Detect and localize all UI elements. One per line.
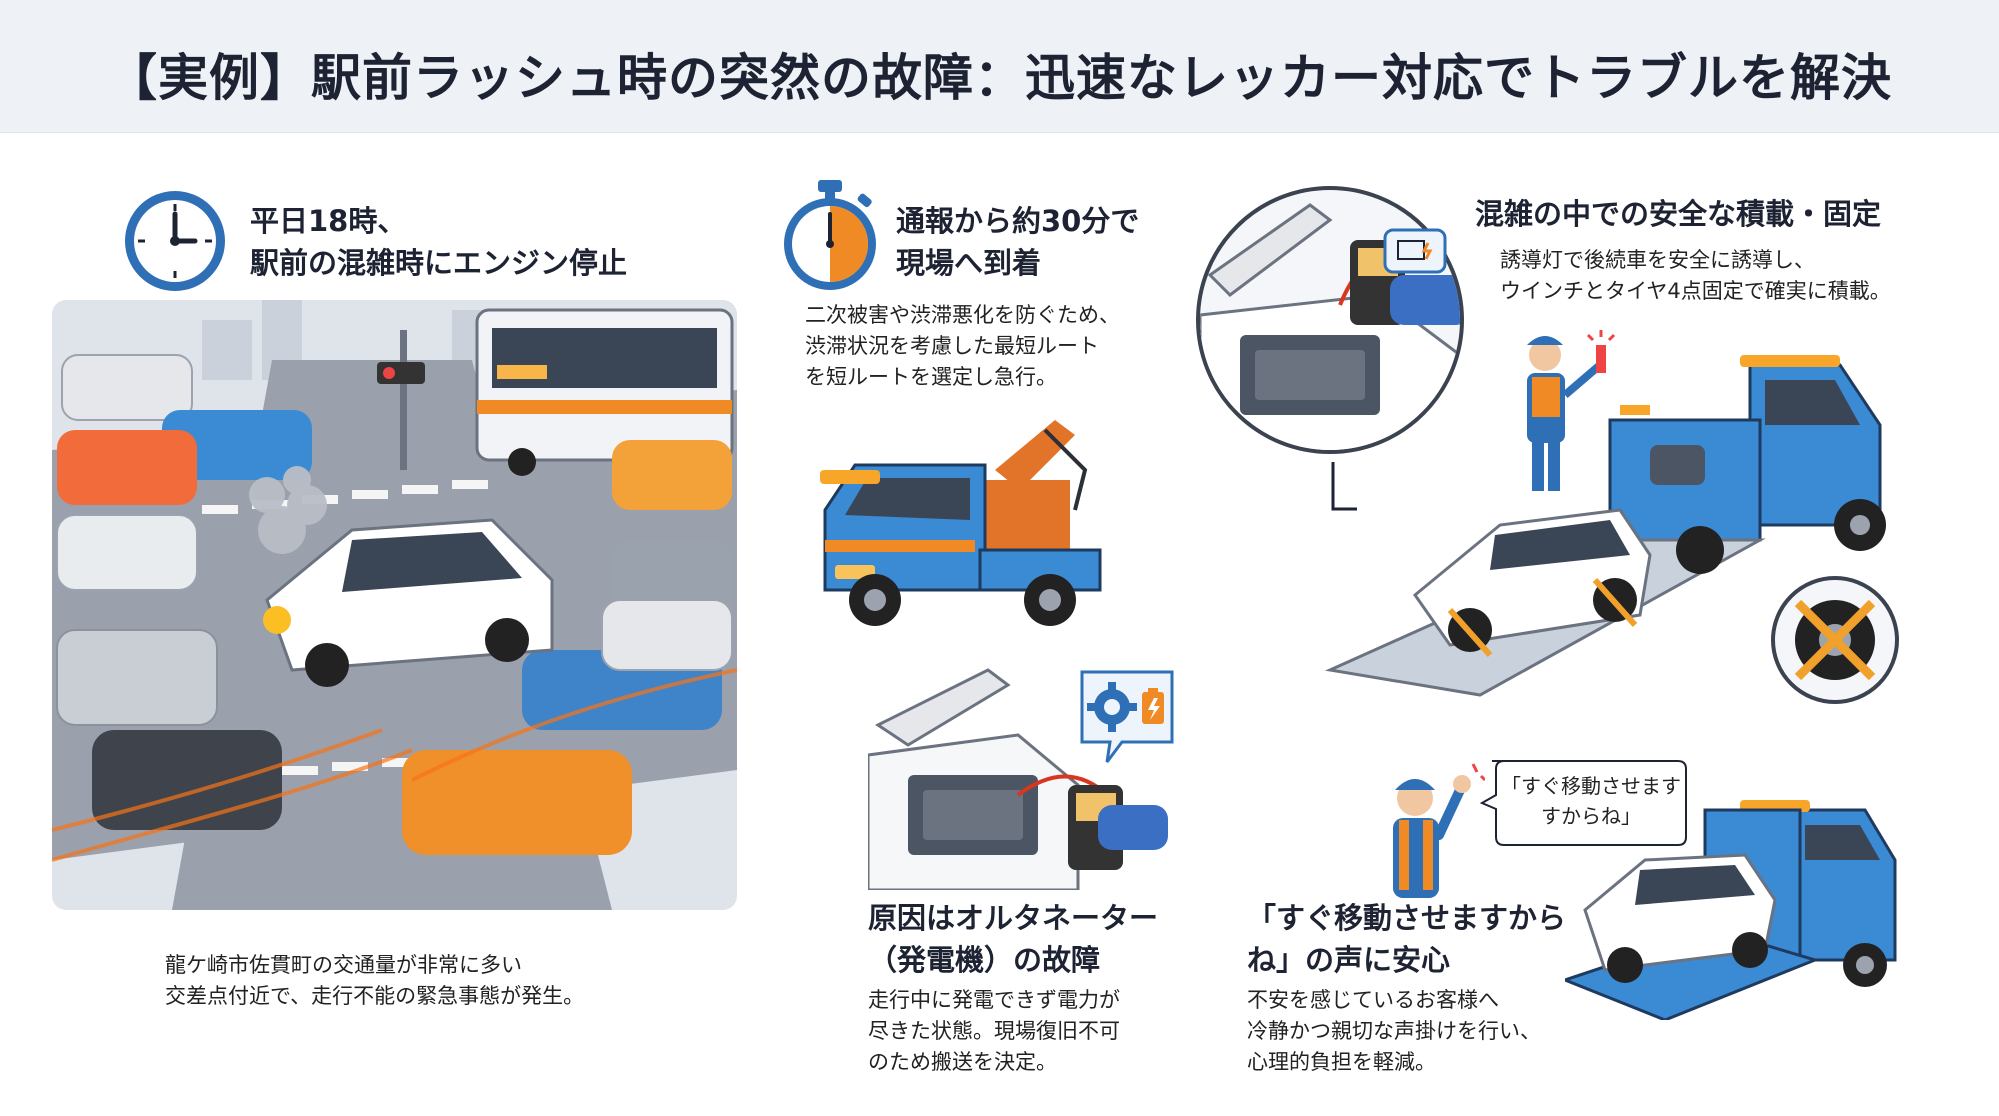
clock-icon	[120, 186, 230, 296]
incident-description: 龍ケ崎市佐貫町の交通量が非常に多い 交差点付近で、走行不能の緊急事態が発生。	[165, 953, 585, 1008]
gear-battery-icon	[1072, 662, 1182, 772]
reassurance-description: 不安を感じているお客様へ 冷静かつ親切な声掛けを行い、 心理的負担を軽減。	[1247, 988, 1541, 1074]
staff-waving-illustration	[1365, 760, 1485, 900]
stopwatch-icon	[778, 180, 882, 292]
tow-truck-with-car-illustration	[1565, 770, 1905, 1020]
incident-title: 平日18時、 駅前の混雑時にエンジン停止	[250, 204, 628, 280]
page-header: 【実例】駅前ラッシュ時の突然の故障：迅速なレッカー対応でトラブルを解決	[0, 0, 1999, 133]
reassurance-title: 「すぐ移動させますから ね」の声に安心	[1247, 901, 1567, 977]
diagnosis-description: 走行中に発電できず電力が 尽きた状態。現場復旧不可 のため搬送を決定。	[868, 988, 1120, 1074]
loading-title: 混雑の中での安全な積載・固定	[1475, 197, 1882, 231]
flatbed-loading-illustration	[1320, 325, 1920, 745]
engine-inspection-illustration	[1190, 185, 1480, 470]
arrival-description: 二次被害や渋滞悪化を防ぐため、 渋滞状況を考慮した最短ルート を短ルートを選定し…	[805, 303, 1120, 389]
page-title: 【実例】駅前ラッシュ時の突然の故障：迅速なレッカー対応でトラブルを解決	[107, 49, 1892, 107]
intersection-illustration	[52, 300, 737, 910]
connector-line	[1330, 462, 1360, 512]
loading-description: 誘導灯で後続車を安全に誘導し、 ウインチとタイヤ4点固定で確実に積載。	[1500, 248, 1891, 303]
diagnosis-title: 原因はオルタネーター （発電機）の故障	[868, 901, 1159, 977]
arrival-title: 通報から約30分で 現場へ到着	[896, 204, 1140, 280]
engine-diagnosis-illustration	[868, 665, 1178, 890]
tow-truck-illustration	[815, 410, 1115, 650]
